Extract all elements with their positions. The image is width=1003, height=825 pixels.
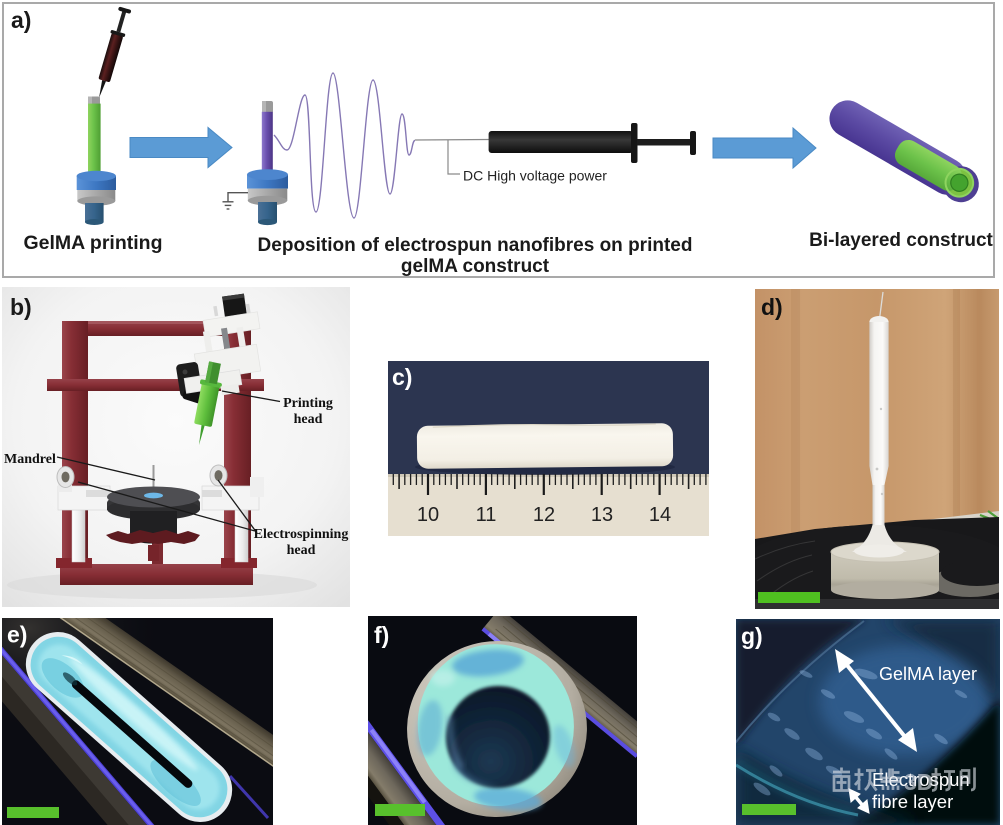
svg-text:3D: 3D (904, 769, 933, 795)
svg-text:d): d) (761, 294, 783, 320)
svg-text:Electrospun: Electrospun (872, 769, 970, 790)
svg-text:head: head (294, 412, 323, 427)
svg-text:14: 14 (649, 504, 671, 526)
svg-text:fibre layer: fibre layer (872, 791, 953, 812)
svg-text:c): c) (392, 364, 412, 390)
svg-text:Mandrel: Mandrel (4, 452, 56, 467)
svg-text:13: 13 (591, 504, 613, 526)
svg-text:12: 12 (533, 504, 555, 526)
svg-text:a): a) (11, 7, 31, 33)
svg-text:g): g) (741, 623, 763, 649)
svg-text:e): e) (7, 622, 27, 648)
svg-text:11: 11 (476, 504, 497, 526)
svg-text:GelMA printing: GelMA printing (23, 232, 162, 254)
svg-text:gelMA construct: gelMA construct (401, 256, 550, 276)
svg-text:10: 10 (417, 504, 439, 526)
svg-text:head: head (287, 543, 316, 558)
svg-text:Bi-layered construct: Bi-layered construct (809, 230, 993, 251)
svg-text:Electrospinning: Electrospinning (254, 527, 349, 542)
svg-text:Printing: Printing (283, 396, 333, 411)
svg-text:f): f) (374, 622, 389, 648)
svg-text:DC High voltage power: DC High voltage power (463, 168, 607, 184)
svg-text:Deposition of electrospun nano: Deposition of electrospun nanofibres on … (258, 235, 693, 256)
svg-text:b): b) (10, 294, 32, 320)
svg-text:GelMA layer: GelMA layer (879, 664, 977, 684)
